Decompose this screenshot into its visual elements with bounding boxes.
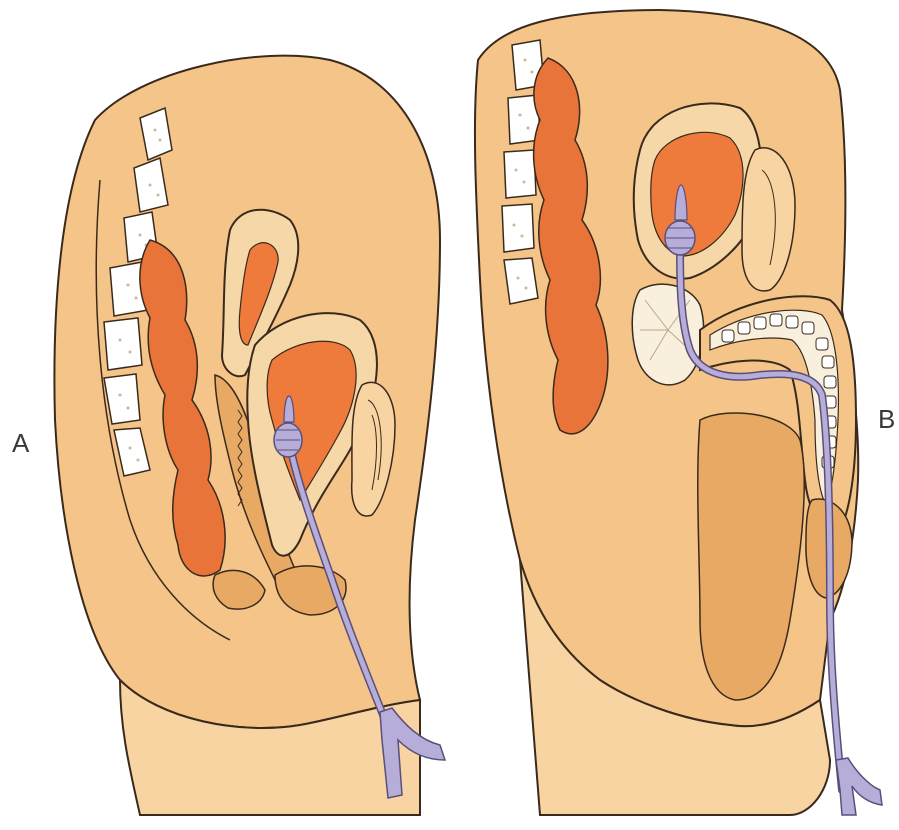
panel-a-female-pelvis [54, 56, 445, 815]
panel-b-label: B [878, 404, 895, 435]
prostate [632, 284, 703, 385]
panel-b-male-pelvis [475, 10, 882, 815]
panel-a-label: A [12, 428, 29, 459]
catheter-b-y-connector [836, 758, 882, 815]
